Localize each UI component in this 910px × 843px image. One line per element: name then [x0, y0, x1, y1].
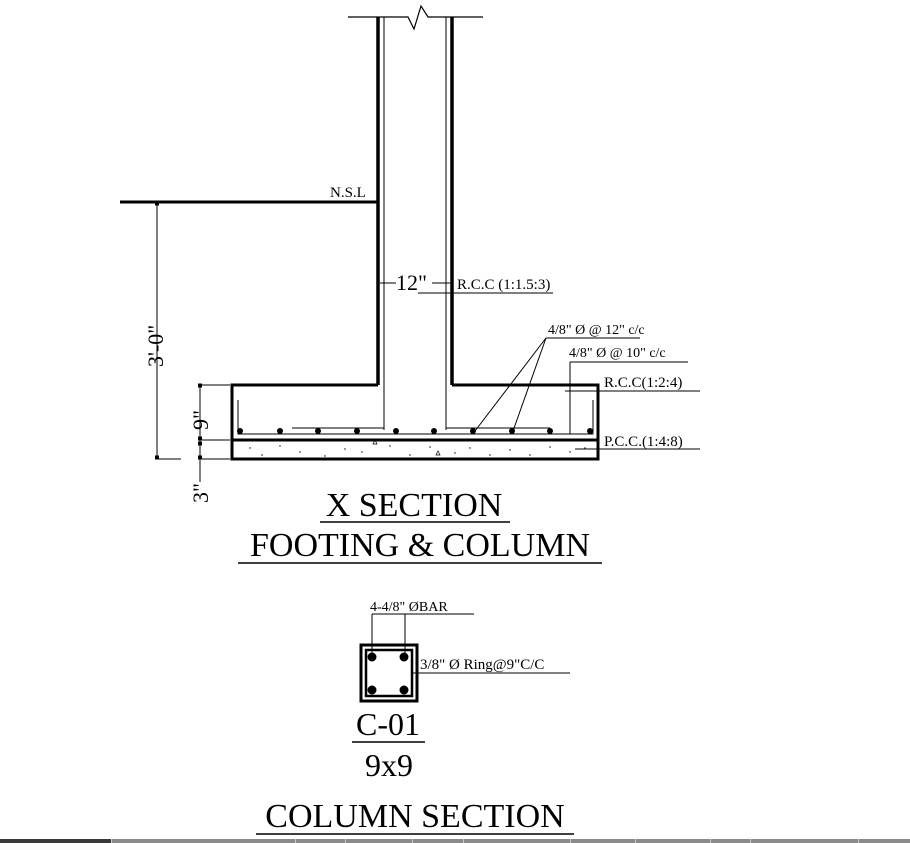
- depth-total-label: 3'-0": [143, 325, 168, 367]
- footing-rcc-label: R.C.C(1:2:4): [604, 375, 682, 391]
- depth-footing-label: 9": [188, 410, 213, 430]
- status-bar-divider: [570, 839, 571, 843]
- rebar-dots: [237, 428, 593, 434]
- pcc-hatch: [249, 439, 586, 457]
- column-section-detail: [359, 613, 570, 703]
- status-bar-divider: [750, 839, 751, 843]
- status-bar-divider: [463, 839, 464, 843]
- status-bar-divider: [345, 839, 346, 843]
- column-rcc-label: R.C.C (1:1.5:3): [457, 277, 550, 293]
- status-bar-divider: [295, 839, 296, 843]
- column-width-dimension: [380, 282, 553, 294]
- main-bars-label: 4-4/8" ØBAR: [370, 600, 448, 615]
- footing-column-title: FOOTING & COLUMN: [250, 527, 590, 564]
- column-width-label: 12": [396, 270, 427, 295]
- column-elevation: [376, 17, 454, 430]
- status-bar-divider: [710, 839, 711, 843]
- bar-top-label: 4/8" Ø @ 12" c/c: [548, 323, 645, 338]
- depth-pcc-label: 3": [188, 483, 213, 503]
- column-id: C-01: [356, 706, 420, 742]
- status-bar-divider: [858, 839, 859, 843]
- column-section-title: COLUMN SECTION: [265, 798, 564, 835]
- column-size: 9x9: [365, 747, 413, 783]
- nsl-label: N.S.L: [330, 185, 366, 201]
- status-bar-divider: [111, 839, 112, 843]
- status-bar-divider: [635, 839, 636, 843]
- break-line: [348, 4, 483, 31]
- depth-dimensions: [155, 201, 230, 482]
- footing-outline: [230, 383, 600, 461]
- status-bar-segment: [0, 839, 111, 843]
- bar-bottom-label: 4/8" Ø @ 10" c/c: [569, 346, 666, 361]
- pcc-label: P.C.C.(1:4:8): [604, 434, 683, 450]
- rebar-leaders: [474, 337, 700, 450]
- status-bar: [0, 839, 910, 843]
- x-section-title: X SECTION: [326, 487, 503, 524]
- status-bar-divider: [412, 839, 413, 843]
- footing-rebar: [237, 362, 594, 435]
- column-bars: [367, 652, 409, 695]
- ring-label: 3/8" Ø Ring@9"C/C: [420, 657, 544, 673]
